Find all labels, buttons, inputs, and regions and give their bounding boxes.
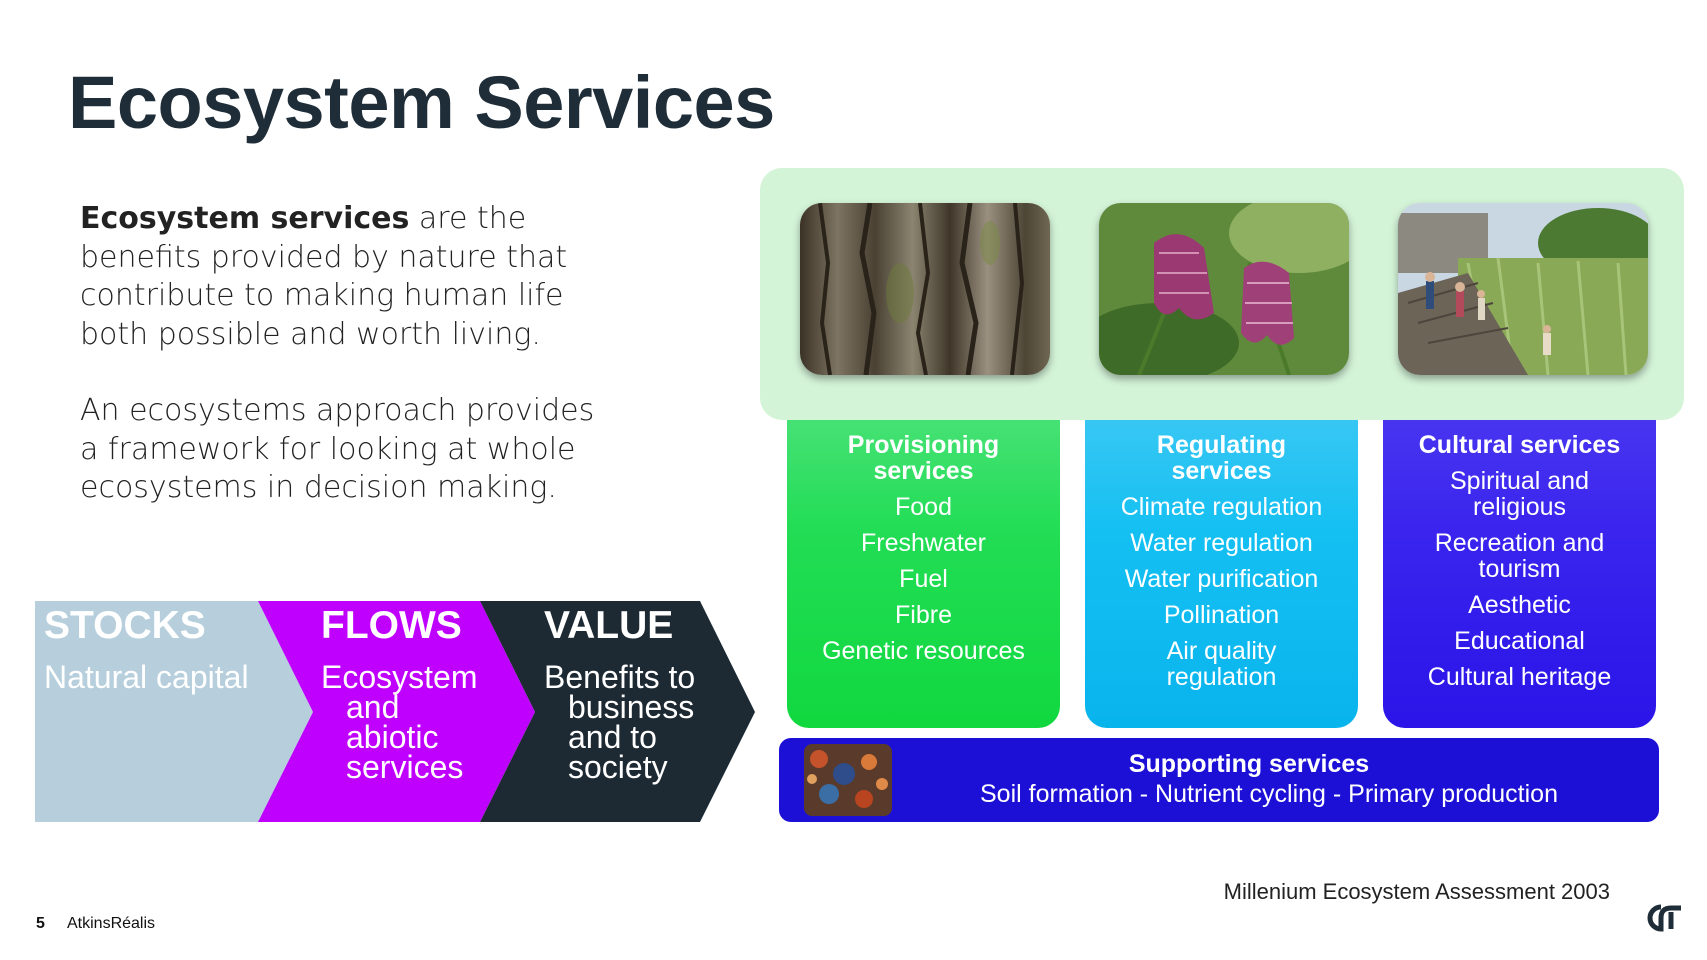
- intro-paragraph-1: Ecosystem services are the benefits prov…: [80, 200, 620, 354]
- service-item: Climate regulation: [1120, 493, 1323, 521]
- service-item: Aesthetic: [1468, 591, 1571, 619]
- regulating-title: Regulating services: [1085, 432, 1358, 484]
- service-item: religious: [1472, 493, 1567, 521]
- value-line: and to: [568, 719, 657, 755]
- value-chevron: [480, 601, 755, 822]
- intro-paragraph-2: An ecosystems approach provides a framew…: [80, 393, 595, 505]
- supporting-services-box: Supporting services Soil formation - Nut…: [779, 738, 1659, 822]
- page-title: Ecosystem Services: [68, 61, 775, 144]
- fritillary-flower-photo: [1099, 203, 1349, 375]
- service-item: Genetic resources: [822, 637, 1025, 665]
- cultural-title: Cultural services: [1418, 431, 1621, 459]
- flows-line: and: [346, 689, 400, 725]
- value-heading: VALUE: [544, 604, 674, 647]
- service-item: Freshwater: [860, 529, 987, 557]
- flows-line: services: [346, 749, 464, 785]
- stocks-heading: STOCKS: [44, 604, 206, 647]
- service-item: Spiritual and: [1450, 467, 1589, 495]
- service-item: Air quality: [1166, 637, 1277, 665]
- provisioning-title-line: Provisioning: [847, 431, 1000, 459]
- boardwalk-people-photo: [1398, 203, 1648, 375]
- atkinsrealis-logo-icon: [1647, 904, 1681, 932]
- service-item: Fibre: [895, 601, 952, 629]
- page-number: 5: [36, 915, 45, 932]
- flows-chevron: [258, 601, 535, 822]
- provisioning-title: Provisioning services: [787, 432, 1060, 484]
- service-item: tourism: [1478, 555, 1561, 583]
- flows-heading: FLOWS: [321, 604, 462, 647]
- value-text: Benefits to business and to society: [544, 659, 696, 785]
- intro-text: Ecosystem services are the benefits prov…: [80, 200, 620, 546]
- flows-line: abiotic: [346, 719, 439, 755]
- service-item: Recreation and: [1434, 529, 1605, 557]
- value-line: society: [568, 749, 668, 785]
- service-item: Cultural heritage: [1427, 663, 1612, 691]
- service-item: Water purification: [1124, 565, 1319, 593]
- supporting-title: Supporting services: [1128, 750, 1370, 778]
- regulating-title-line: services: [1171, 457, 1272, 485]
- service-item: regulation: [1166, 663, 1277, 691]
- regulating-title-line: Regulating: [1156, 431, 1287, 459]
- service-item: Fuel: [899, 565, 948, 593]
- provisioning-title-line: services: [873, 457, 974, 485]
- intro-term: Ecosystem services: [80, 201, 410, 236]
- stocks-text: Natural capital: [44, 659, 249, 695]
- tree-bark-photo: [800, 203, 1050, 375]
- provisioning-services-box: Provisioning services Food Freshwater Fu…: [787, 400, 1060, 728]
- service-item: Food: [895, 493, 952, 521]
- service-item: Water regulation: [1130, 529, 1313, 557]
- service-item: Pollination: [1163, 601, 1280, 629]
- value-line: Benefits to: [544, 659, 696, 695]
- intro-definition: are the benefits provided by nature that…: [80, 201, 568, 352]
- stocks-chevron: [35, 601, 313, 822]
- soil-texture-photo: [804, 744, 892, 816]
- value-line: business: [568, 689, 695, 725]
- supporting-text: Soil formation - Nutrient cycling - Prim…: [980, 780, 1558, 808]
- flows-text: Ecosystem and abiotic services: [321, 659, 478, 785]
- cultural-services-box: Cultural services Spiritual and religiou…: [1383, 400, 1656, 728]
- brand-name: AtkinsRéalis: [67, 915, 156, 932]
- citation: Millenium Ecosystem Assessment 2003: [1223, 879, 1610, 904]
- service-item: Educational: [1454, 627, 1585, 655]
- flows-line: Ecosystem: [321, 659, 478, 695]
- regulating-services-box: Regulating services Climate regulation W…: [1085, 400, 1358, 728]
